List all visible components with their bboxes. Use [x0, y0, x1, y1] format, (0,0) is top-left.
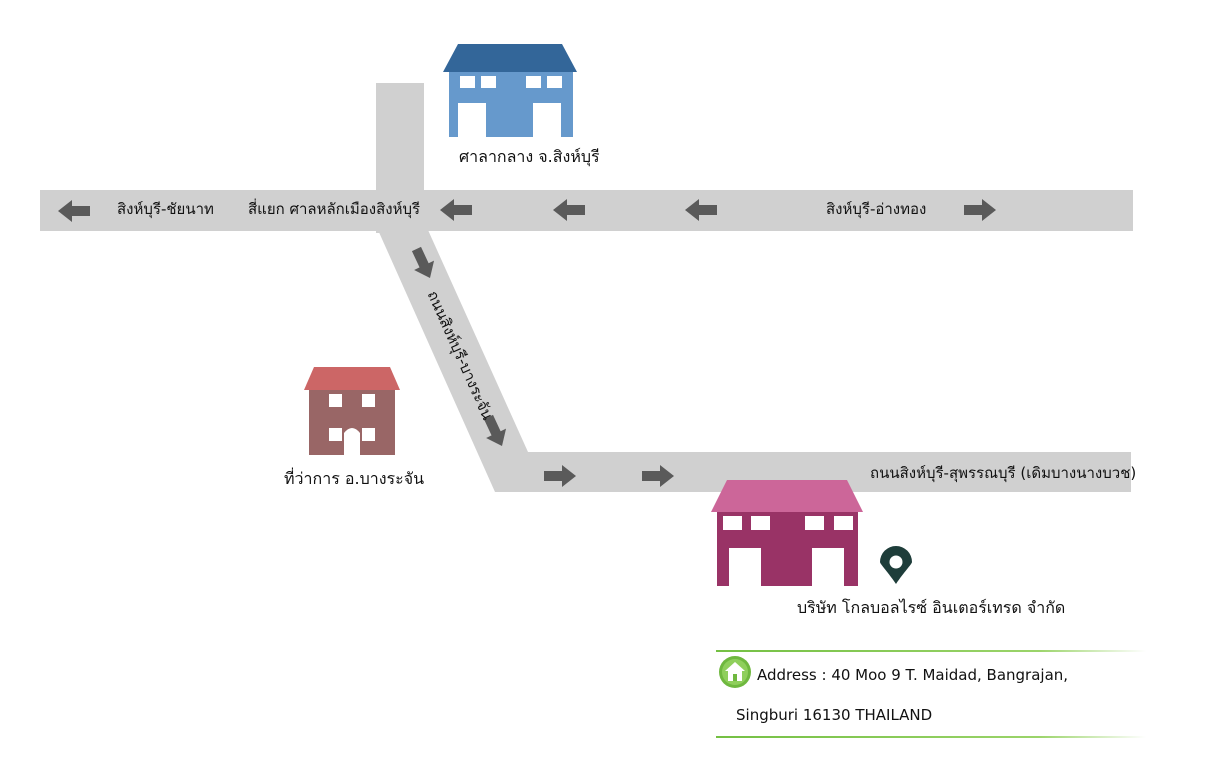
landmark-label-district-office: ที่ว่าการ อ.บางระจัน [284, 469, 425, 488]
road-label-singburi-chainat: สิงห์บุรี-ชัยนาท [117, 200, 214, 218]
landmark-label-company: บริษัท โกลบอลไรซ์ อินเตอร์เทรด จำกัด [797, 598, 1066, 617]
arrows [58, 199, 996, 487]
roads [40, 83, 1133, 492]
address-line-2: Singburi 16130 THAILAND [736, 706, 933, 724]
road-label-intersection: สี่แยก ศาลหลักเมืองสิงห์บุรี [248, 200, 421, 218]
city-hall-building-icon [443, 44, 577, 137]
road-label-singburi-angthong: สิงห์บุรี-อ่างทอง [826, 200, 927, 218]
company-building-icon [711, 480, 863, 586]
home-icon [719, 656, 751, 688]
address-bottom-divider [716, 736, 1146, 738]
map-pin-icon [880, 546, 912, 584]
district-office-building-icon [304, 367, 400, 455]
landmark-label-city-hall: ศาลากลาง จ.สิงห์บุรี [459, 147, 600, 166]
address-line-1: Address : 40 Moo 9 T. Maidad, Bangrajan, [757, 666, 1069, 684]
road-label-singburi-suphanburi: ถนนสิงห์บุรี-สุพรรณบุรี (เดิมบางนางบวช) [870, 464, 1137, 482]
address-top-divider [716, 650, 1146, 652]
road-main-horizontal [40, 190, 1133, 231]
